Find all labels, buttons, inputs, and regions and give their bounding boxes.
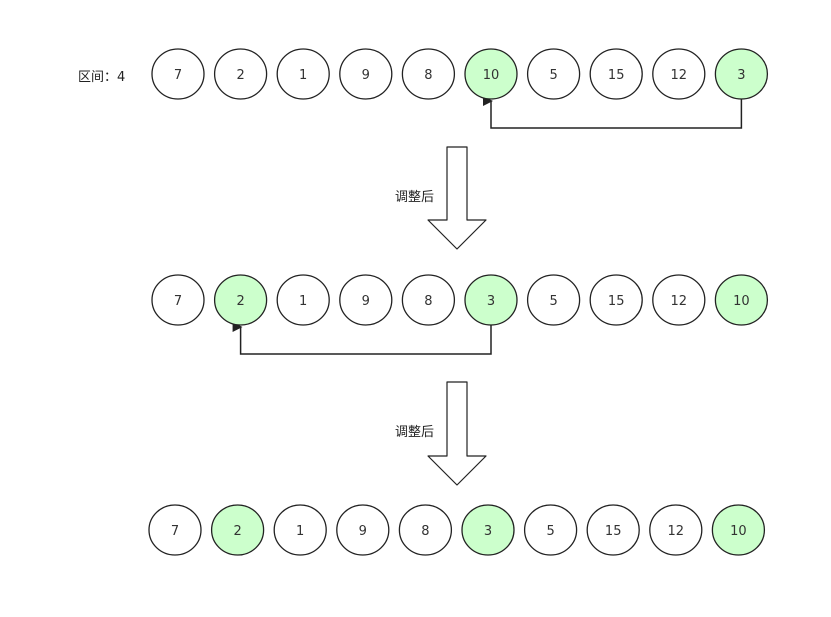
node-row1-pos2: 2: [213, 48, 268, 100]
node-circle: [151, 274, 205, 326]
node-circle: [589, 48, 643, 100]
node-row3-pos4: 9: [336, 504, 390, 556]
node-value: 8: [424, 68, 432, 83]
node-value: 5: [549, 294, 557, 309]
node-row3-pos2: 2: [210, 504, 265, 556]
adjust-label-1: 调整后: [395, 190, 435, 205]
node-row3-pos3: 1: [273, 504, 327, 556]
node-value: 15: [608, 68, 625, 83]
node-row2-pos9: 12: [652, 274, 706, 326]
adjust-label-2: 调整后: [395, 425, 435, 440]
node-value: 8: [421, 524, 429, 539]
node-value: 5: [546, 524, 554, 539]
node-value: 12: [668, 524, 685, 539]
node-row1-pos6: 10: [464, 48, 518, 100]
node-circle: [210, 504, 265, 556]
node-row3-pos1: 7: [148, 504, 202, 556]
node-row3-pos6: 3: [461, 504, 515, 556]
node-row2-pos2: 2: [213, 274, 268, 326]
node-value: 7: [174, 294, 182, 309]
node-circle: [464, 274, 518, 326]
node-value: 15: [605, 524, 622, 539]
node-value: 10: [730, 524, 747, 539]
node-circle: [151, 48, 205, 100]
node-value: 9: [359, 524, 367, 539]
node-value: 1: [299, 68, 307, 83]
node-circle: [276, 48, 330, 100]
node-row2-pos1: 7: [151, 274, 205, 326]
node-value: 2: [236, 294, 244, 309]
node-value: 7: [174, 68, 182, 83]
node-row3-pos9: 12: [649, 504, 703, 556]
node-row2-pos5: 8: [401, 274, 456, 326]
node-value: 9: [362, 294, 370, 309]
node-value: 3: [737, 68, 745, 83]
node-circle: [148, 504, 202, 556]
node-circle: [586, 504, 640, 556]
node-row1-pos7: 5: [526, 48, 581, 100]
node-value: 3: [484, 524, 492, 539]
node-value: 7: [171, 524, 179, 539]
node-value: 12: [671, 294, 688, 309]
node-circle: [526, 274, 581, 326]
node-row2-pos10: 10: [714, 274, 769, 326]
node-value: 15: [608, 294, 625, 309]
swap-connector-2: [232, 322, 492, 355]
node-row1-pos8: 15: [589, 48, 643, 100]
node-row1-pos9: 12: [652, 48, 706, 100]
node-value: 9: [362, 68, 370, 83]
node-circle: [339, 48, 393, 100]
node-value: 10: [483, 68, 500, 83]
node-circle: [213, 48, 268, 100]
node-circle: [589, 274, 643, 326]
node-row1-pos4: 9: [339, 48, 393, 100]
node-row1-pos10: 3: [714, 48, 769, 100]
node-row2-pos6: 3: [464, 274, 518, 326]
node-circle: [464, 48, 518, 100]
node-value: 10: [733, 294, 750, 309]
node-circle: [526, 48, 581, 100]
node-circle: [652, 48, 706, 100]
node-row3-pos10: 10: [711, 504, 766, 556]
node-row1-pos3: 1: [276, 48, 330, 100]
node-value: 5: [549, 68, 557, 83]
node-circle: [652, 274, 706, 326]
node-circle: [276, 274, 330, 326]
node-circle: [401, 274, 456, 326]
node-circle: [339, 274, 393, 326]
interval-label: 区间：4: [78, 70, 126, 85]
node-circle: [273, 504, 327, 556]
node-value: 2: [236, 68, 244, 83]
node-value: 1: [296, 524, 304, 539]
node-row3-pos8: 15: [586, 504, 640, 556]
node-row3-pos5: 8: [398, 504, 453, 556]
node-value: 3: [487, 294, 495, 309]
node-circle: [714, 274, 769, 326]
down-arrow-2: [427, 381, 487, 486]
node-row2-pos3: 1: [276, 274, 330, 326]
node-row2-pos8: 15: [589, 274, 643, 326]
node-row1-pos1: 7: [151, 48, 205, 100]
node-row2-pos7: 5: [526, 274, 581, 326]
node-row1-pos5: 8: [401, 48, 456, 100]
node-value: 8: [424, 294, 432, 309]
node-circle: [401, 48, 456, 100]
node-value: 1: [299, 294, 307, 309]
node-circle: [461, 504, 515, 556]
node-row3-pos7: 5: [523, 504, 578, 556]
node-circle: [649, 504, 703, 556]
node-circle: [523, 504, 578, 556]
node-circle: [336, 504, 390, 556]
node-circle: [714, 48, 769, 100]
node-row2-pos4: 9: [339, 274, 393, 326]
node-value: 2: [233, 524, 241, 539]
down-arrow-1: [427, 146, 487, 250]
node-circle: [711, 504, 766, 556]
swap-connector-1: [483, 96, 743, 129]
node-value: 12: [671, 68, 688, 83]
node-circle: [213, 274, 268, 326]
node-circle: [398, 504, 453, 556]
